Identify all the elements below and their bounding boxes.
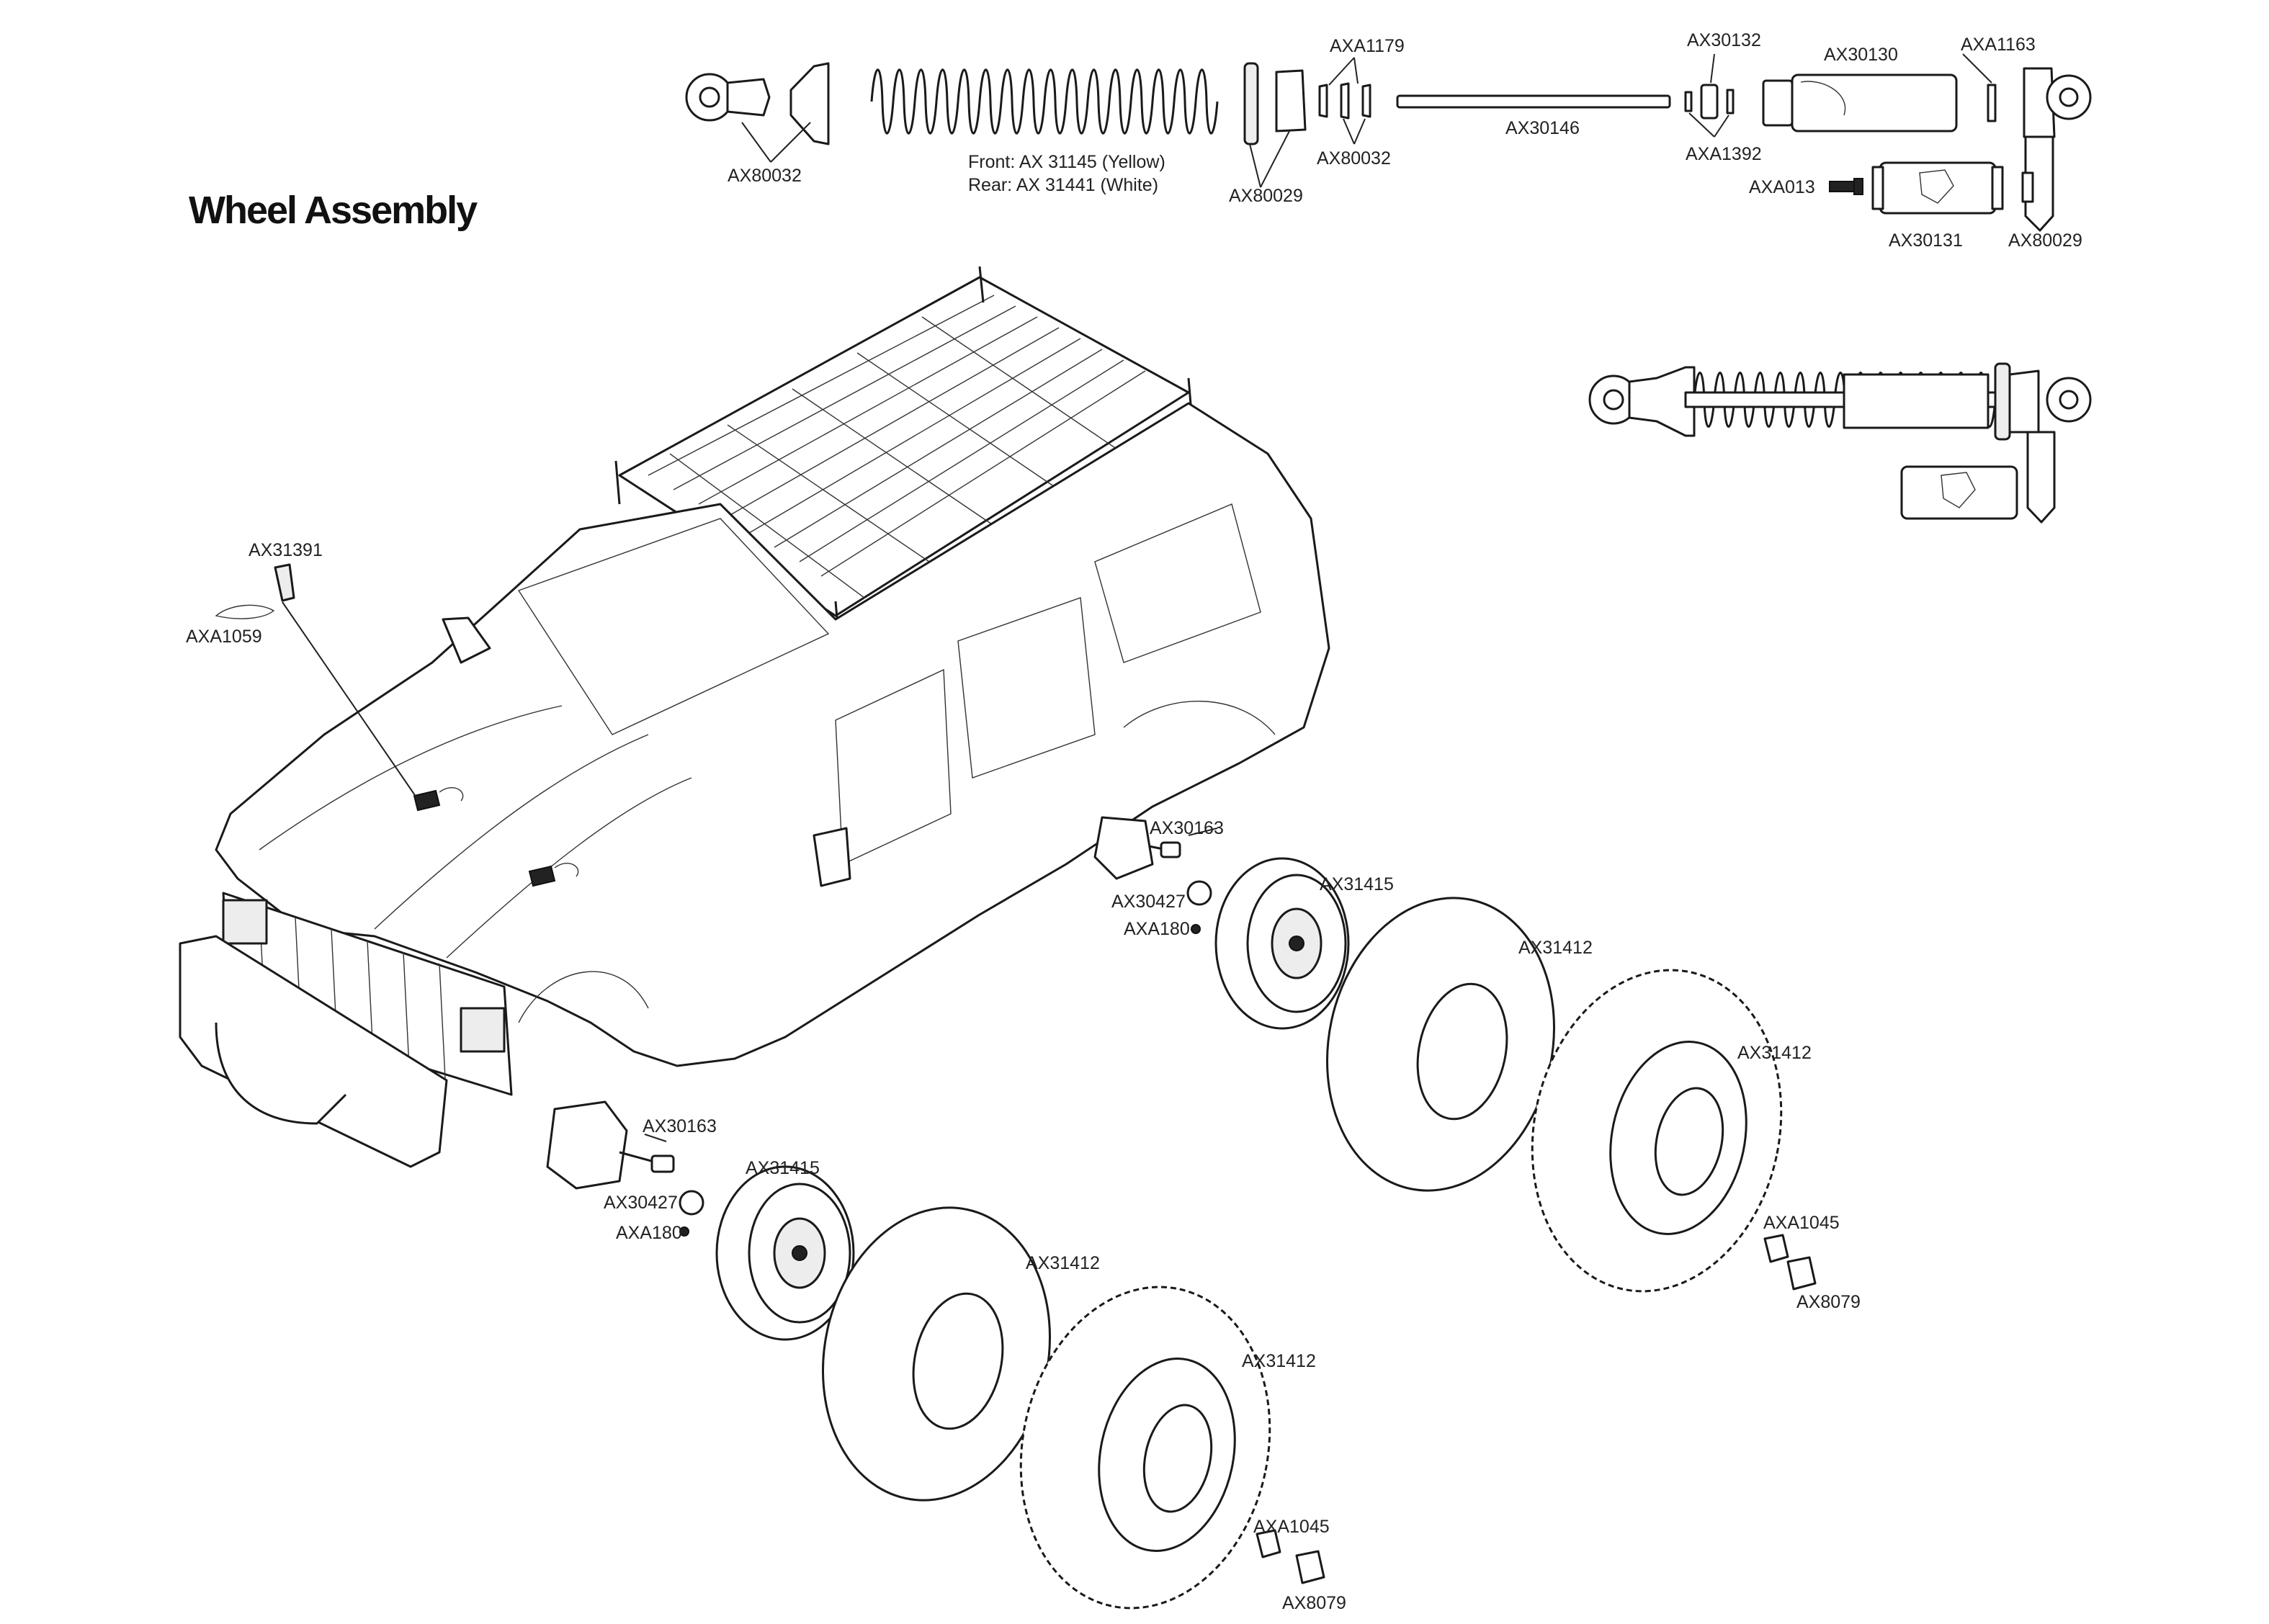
part-labels: AX80032 Front: AX 31145 (Yellow) Rear: A… — [186, 30, 2082, 1613]
reservoir-cap — [2021, 171, 2034, 203]
shock-body — [1762, 73, 1958, 133]
label-ax80032-rod-end: AX80032 — [728, 166, 802, 186]
shock-piston-orings — [1684, 84, 1735, 120]
body-post-and-clip — [215, 563, 419, 800]
label-axa1163: AXA1163 — [1961, 35, 2036, 55]
bump-stop-cup — [789, 62, 830, 145]
label-rear-wheel-ax31415: AX31415 — [1320, 874, 1394, 894]
label-ax80032-spacer: AX80032 — [1317, 148, 1391, 169]
front-knuckle — [546, 1100, 675, 1190]
label-axa1059: AXA1059 — [186, 627, 262, 647]
label-ax30130: AX30130 — [1824, 45, 1898, 65]
label-axa013: AXA013 — [1749, 177, 1815, 197]
label-rear-ax30427: AX30427 — [1111, 892, 1186, 912]
label-rear-tire-ax31412: AX31412 — [1737, 1043, 1812, 1063]
reservoir-screw — [1829, 178, 1863, 195]
rear-tire — [1531, 969, 1783, 1293]
shock-assembled-view — [1588, 362, 2092, 524]
front-bumper — [179, 935, 448, 1168]
label-ax80029-cap: AX80029 — [2008, 230, 2082, 251]
label-spring-front: Front: AX 31145 (Yellow) — [968, 152, 1165, 172]
front-wheel-group — [679, 1165, 1325, 1610]
shock-spring — [870, 68, 1219, 135]
label-front-tire-ax31412: AX31412 — [1242, 1351, 1316, 1371]
label-front-wheel-ax31415: AX31415 — [746, 1158, 820, 1178]
label-front-ax8079: AX8079 — [1282, 1593, 1346, 1613]
shock-shaft — [1396, 94, 1671, 109]
label-front-axa1045: AXA1045 — [1253, 1517, 1330, 1537]
label-rear-axa180: AXA180 — [1124, 919, 1190, 939]
shock-rod-end — [685, 73, 771, 122]
label-rear-foam-ax31412: AX31412 — [1518, 938, 1593, 958]
vehicle-body — [179, 266, 1330, 1190]
body-clip-hood — [413, 787, 579, 887]
label-ax30132: AX30132 — [1687, 30, 1761, 50]
label-rear-ax8079: AX8079 — [1796, 1292, 1861, 1312]
front-tire — [1019, 1286, 1271, 1610]
reservoir-body — [1871, 161, 2004, 215]
shaft-spacers — [1318, 82, 1371, 120]
label-front-foam-ax31412: AX31412 — [1026, 1253, 1100, 1273]
label-rear-ax30163: AX30163 — [1150, 818, 1224, 838]
rear-foam-insert — [1326, 897, 1555, 1192]
label-ax30146: AX30146 — [1505, 118, 1580, 138]
label-spring-rear: Rear: AX 31441 (White) — [968, 175, 1158, 195]
front-grille — [222, 892, 513, 1096]
label-ax80029-retainer: AX80029 — [1229, 186, 1303, 206]
label-ax30131: AX30131 — [1889, 230, 1963, 251]
spring-retainer-collar — [1275, 69, 1307, 133]
spring-retainer-ring — [1243, 62, 1259, 145]
label-front-ax30427: AX30427 — [604, 1193, 678, 1213]
label-rear-axa1045: AXA1045 — [1763, 1213, 1840, 1233]
shock-cap-oring — [1987, 84, 1997, 122]
front-foam-insert — [822, 1206, 1051, 1502]
diagram-title: Wheel Assembly — [189, 189, 478, 232]
label-axa1179: AXA1179 — [1330, 36, 1405, 56]
front-wheel — [715, 1165, 855, 1341]
leader-lines — [644, 53, 1992, 1142]
label-axa1392: AXA1392 — [1686, 144, 1762, 164]
label-ax31391: AX31391 — [249, 540, 323, 560]
label-front-axa180: AXA180 — [616, 1223, 682, 1243]
rear-wheel-group — [1186, 857, 1817, 1293]
rear-knuckle — [1093, 816, 1181, 880]
label-front-ax30163: AX30163 — [643, 1116, 717, 1136]
rear-wheel — [1214, 857, 1350, 1030]
shock-exploded-view — [685, 62, 2092, 232]
body-shell — [215, 402, 1330, 1067]
shock-cap-eyelet — [2023, 67, 2092, 232]
